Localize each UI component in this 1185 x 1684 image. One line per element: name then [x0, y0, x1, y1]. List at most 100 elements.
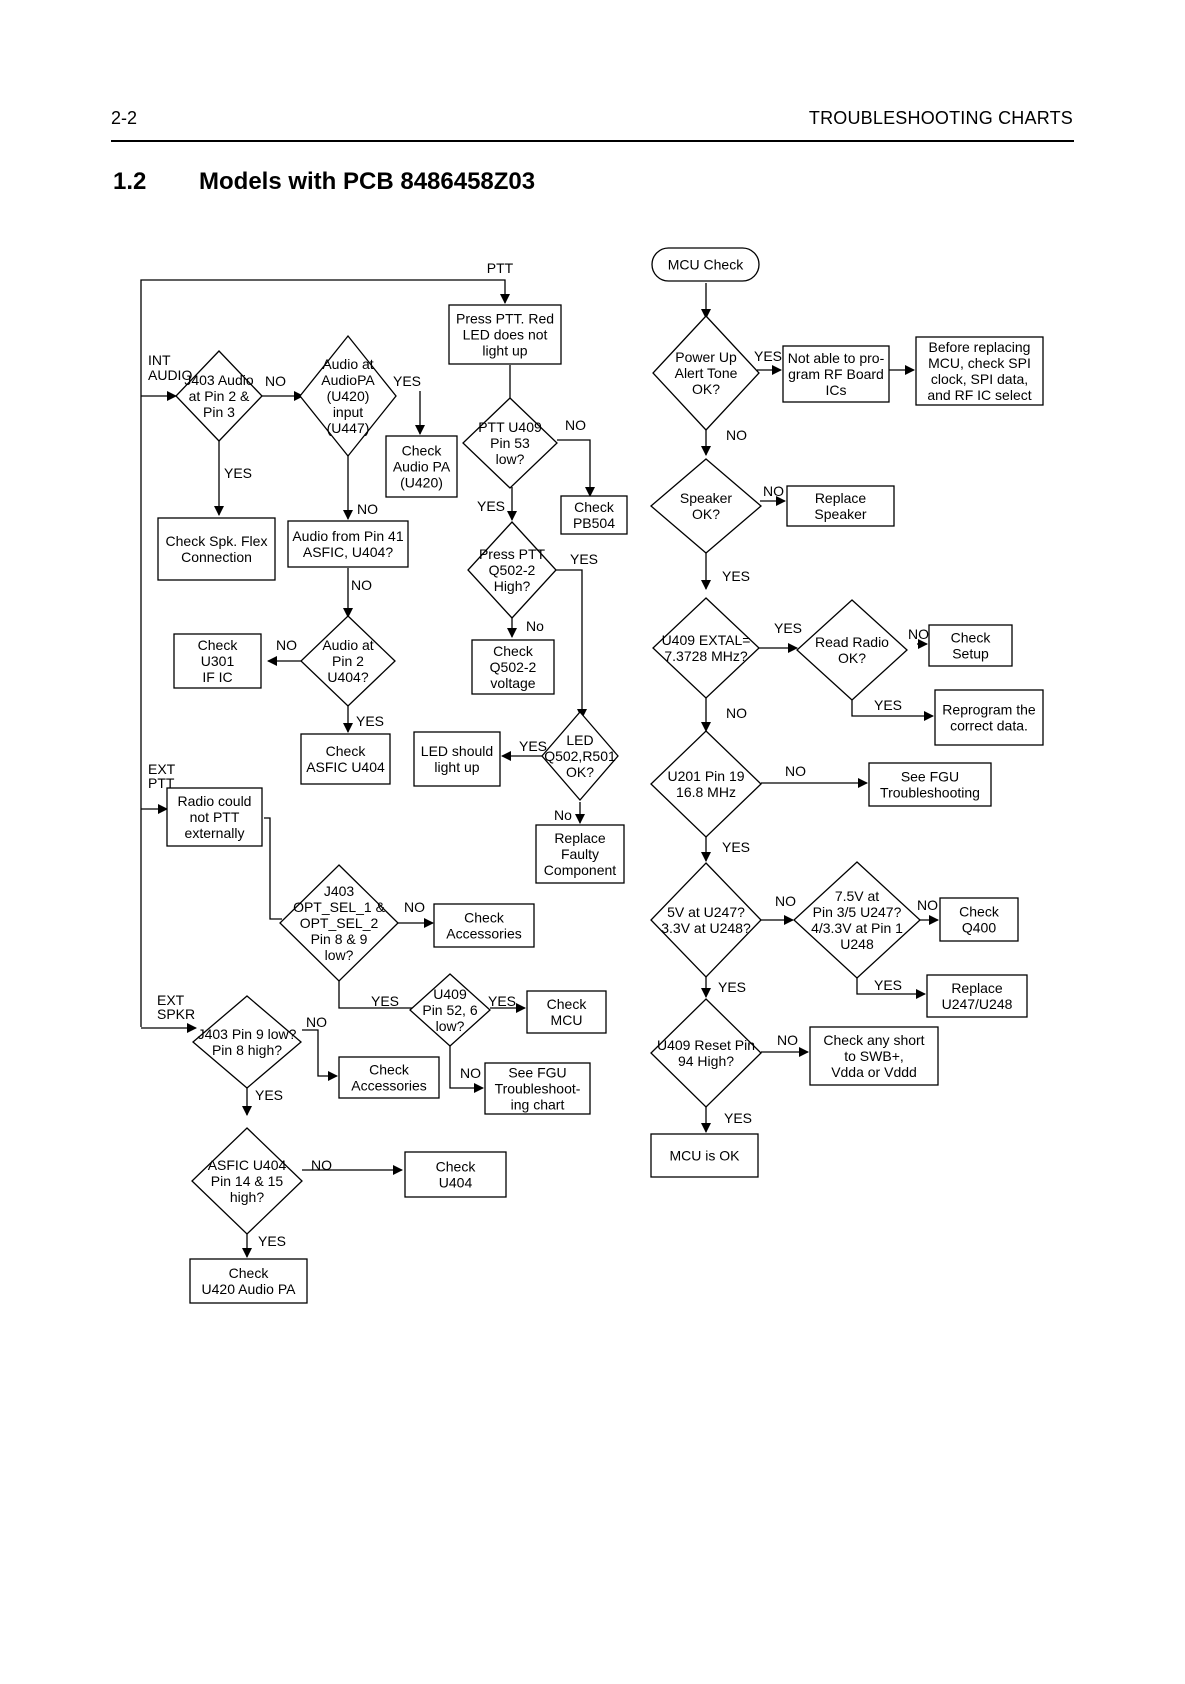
flow-label-yes: YES: [224, 465, 252, 481]
flow-label-no: NO: [460, 1065, 481, 1081]
decision-j403-pin9-text: J403 Pin 9 low?Pin 8 high?: [198, 1026, 297, 1058]
flow-label-no: NO: [726, 427, 747, 443]
flow-label-ext: EXT: [157, 992, 185, 1008]
decision-5v-u247-text: 5V at U247?3.3V at U248?: [661, 904, 751, 936]
flow-label-yes: YES: [724, 1110, 752, 1126]
decision-5v-u247: 5V at U247?3.3V at U248?: [650, 862, 762, 978]
flow-label-no: NO: [306, 1014, 327, 1030]
flow-label-yes: YES: [722, 839, 750, 855]
flow-label-audio: AUDIO: [148, 367, 192, 383]
connector-line: [557, 439, 595, 497]
decision-u409-extal: U409 EXTAL=7.3728 MHz?: [652, 597, 760, 699]
flow-label-yes: YES: [393, 373, 421, 389]
flow-label-ext: EXT: [148, 761, 176, 777]
flow-label-ptt: PTT: [148, 775, 175, 791]
connector-line: [302, 1029, 338, 1081]
flow-label-no: NO: [763, 483, 784, 499]
flow-label-yes: YES: [477, 498, 505, 514]
flow-label-no: NO: [351, 577, 372, 593]
flow-label-yes: YES: [718, 979, 746, 995]
flow-label-yes: YES: [371, 993, 399, 1009]
box-mcu-ok-text: MCU is OK: [670, 1148, 741, 1164]
flow-label-yes: YES: [874, 697, 902, 713]
flow-label-no: NO: [908, 626, 929, 642]
chapter-title: TROUBLESHOOTING CHARTS: [808, 108, 1073, 128]
flow-label-no: NO: [311, 1157, 332, 1173]
flow-label-no: NO: [357, 501, 378, 517]
flow-label-no: NO: [775, 893, 796, 909]
section-number: 1.2: [113, 168, 147, 195]
flow-label-no: NO: [917, 897, 938, 913]
terminator-mcu-check: MCU Check: [651, 247, 760, 282]
connector-line: [856, 978, 926, 999]
flow-label-no: NO: [276, 637, 297, 653]
flow-label-no: No: [554, 807, 572, 823]
flow-label-yes: YES: [774, 620, 802, 636]
flow-label-no: NO: [726, 705, 747, 721]
flow-label-yes: YES: [258, 1233, 286, 1249]
flow-label-spkr: SPKR: [157, 1006, 195, 1022]
flow-label-no: NO: [777, 1032, 798, 1048]
decision-j403-pin9: J403 Pin 9 low?Pin 8 high?: [191, 995, 303, 1089]
flow-label-no: NO: [785, 763, 806, 779]
flow-label-ptt: PTT: [487, 260, 514, 276]
connector-line: [140, 279, 510, 1027]
